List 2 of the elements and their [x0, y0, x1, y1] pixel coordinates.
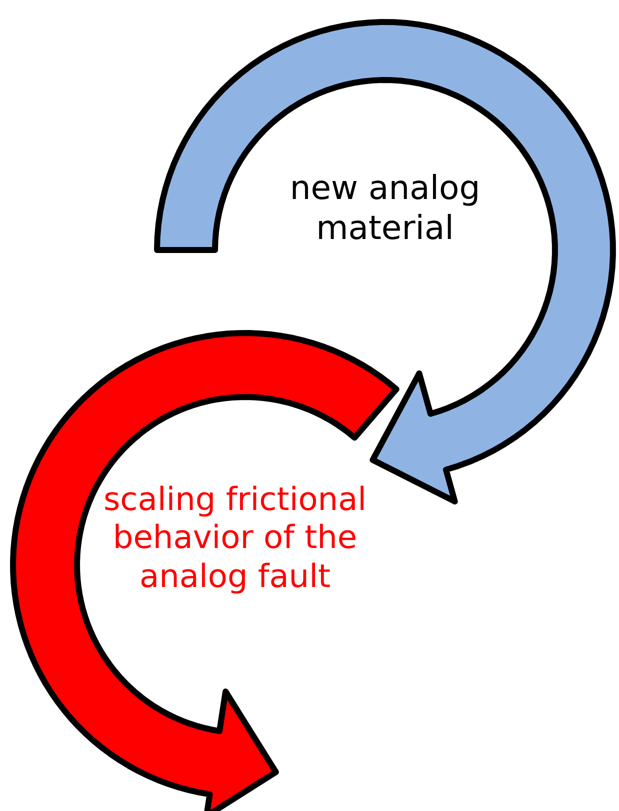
label-text: scaling frictional behavior of the analog fault — [102, 480, 368, 596]
label-text: new analog material — [288, 168, 482, 248]
